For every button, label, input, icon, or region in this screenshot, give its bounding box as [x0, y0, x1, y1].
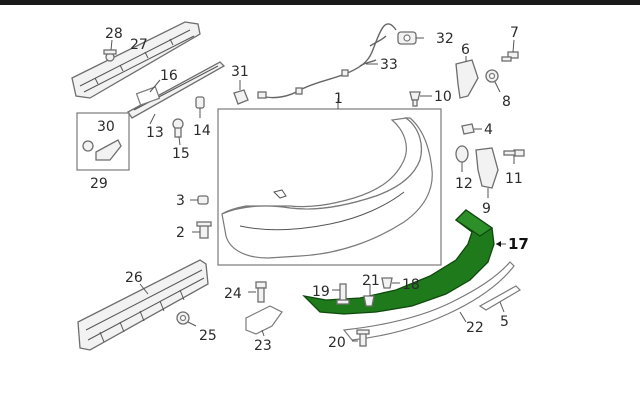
callout-16: 16: [160, 68, 178, 84]
top-border: [0, 0, 640, 5]
callout-8: 8: [502, 94, 511, 110]
part-14-clip[interactable]: [195, 96, 205, 109]
callout-21: 21: [362, 273, 380, 289]
part-1-frame: [217, 108, 442, 266]
part-2-bolt[interactable]: [196, 221, 212, 239]
part-5-trim-piece[interactable]: [478, 285, 521, 311]
part-4-clip[interactable]: [461, 123, 475, 135]
callout-15: 15: [172, 146, 190, 162]
callout-25: 25: [199, 328, 217, 344]
part-3-clip[interactable]: [197, 195, 209, 205]
part-20-bolt[interactable]: [356, 329, 370, 347]
part-26-lower-absorber[interactable]: [77, 259, 209, 351]
callout-13: 13: [146, 125, 164, 141]
part-32-connector[interactable]: [397, 31, 417, 45]
part-11-screw[interactable]: [503, 149, 525, 157]
part-24-bolt[interactable]: [255, 281, 267, 303]
callout-17: 17: [508, 235, 529, 253]
callout-22: 22: [466, 320, 484, 336]
callout-10: 10: [434, 89, 452, 105]
callout-3: 3: [176, 193, 185, 209]
part-7-bolt[interactable]: [501, 51, 519, 62]
part-10-clip[interactable]: [409, 91, 421, 107]
callout-32: 32: [436, 31, 454, 47]
part-30-bracket[interactable]: [82, 139, 122, 161]
part-17-lower-valance-highlighted[interactable]: [302, 209, 495, 315]
part-21-push-clip[interactable]: [363, 295, 375, 307]
part-8-grommet[interactable]: [485, 69, 499, 83]
callout-29: 29: [90, 176, 108, 192]
callout-5: 5: [500, 314, 509, 330]
part-1-bumper-cover[interactable]: [221, 117, 433, 259]
part-31-sensor[interactable]: [233, 89, 249, 105]
part-16-pad[interactable]: [135, 86, 161, 106]
part-33-wiring-harness[interactable]: [257, 23, 397, 99]
callout-11: 11: [505, 171, 523, 187]
callout-12: 12: [455, 176, 473, 192]
callout-31: 31: [231, 64, 249, 80]
callout-6: 6: [461, 42, 470, 58]
part-19-bolt[interactable]: [336, 283, 350, 305]
callout-14: 14: [193, 123, 211, 139]
part-9-bracket[interactable]: [475, 147, 499, 189]
callout-33: 33: [380, 57, 398, 73]
part-18-clip[interactable]: [381, 277, 393, 289]
callout-27: 27: [130, 37, 148, 53]
part-25-grommet[interactable]: [176, 311, 190, 325]
callout-2: 2: [176, 225, 185, 241]
callout-26: 26: [125, 270, 143, 286]
callout-23: 23: [254, 338, 272, 354]
callout-24: 24: [224, 286, 242, 302]
part-12-grommet[interactable]: [455, 145, 469, 163]
callout-20: 20: [328, 335, 346, 351]
group-29-box: [76, 112, 130, 171]
callout-28: 28: [105, 26, 123, 42]
callout-9: 9: [482, 201, 491, 217]
callout-1: 1: [334, 91, 343, 107]
part-15-push-pin[interactable]: [172, 118, 184, 138]
callout-18: 18: [402, 277, 420, 293]
callout-4: 4: [484, 122, 493, 138]
part-23-bracket[interactable]: [245, 305, 283, 335]
callout-19: 19: [312, 284, 330, 300]
part-27-reinforcement-bar[interactable]: [71, 21, 201, 99]
callout-30: 30: [97, 119, 115, 135]
part-6-bracket[interactable]: [455, 59, 479, 99]
callout-7: 7: [510, 25, 519, 41]
part-28-bolt[interactable]: [103, 49, 117, 62]
